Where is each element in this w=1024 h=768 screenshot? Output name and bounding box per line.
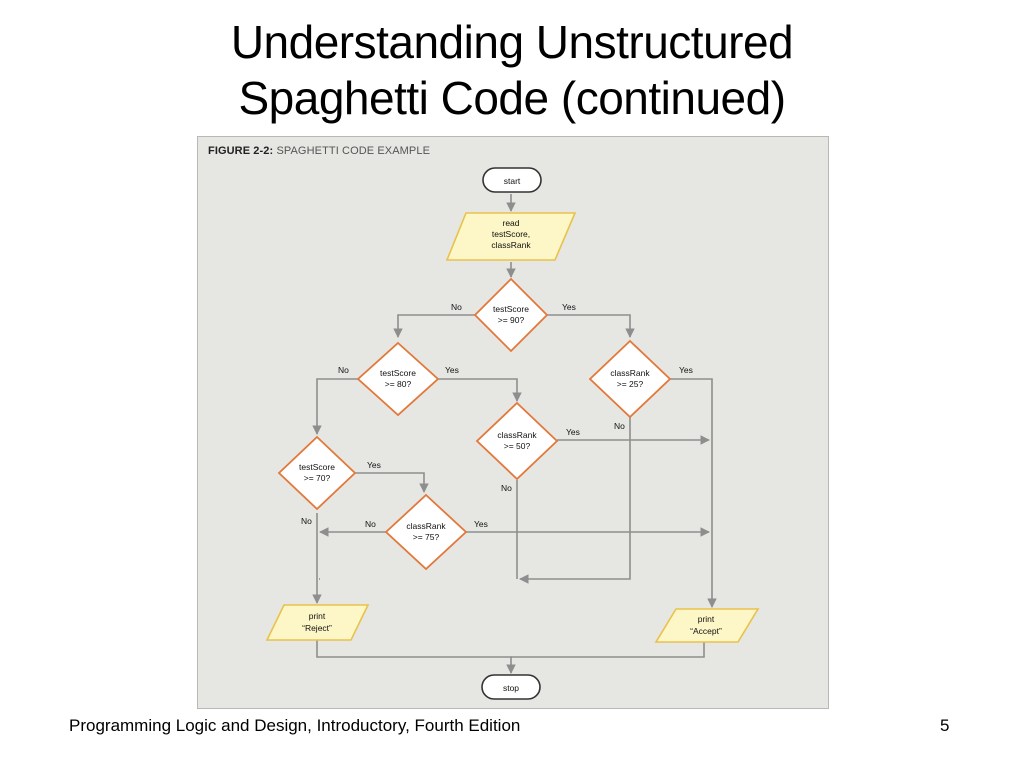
connector-test80-no <box>312 378 358 435</box>
start-label: start <box>504 176 521 186</box>
label-test80-no: No <box>338 365 349 375</box>
label-rank75-no: No <box>365 519 376 529</box>
flowchart-figure: FIGURE 2-2: SPAGHETTI CODE EXAMPLE <box>197 136 829 709</box>
figure-caption-label: FIGURE 2-2: <box>208 145 274 157</box>
print-reject-node: print “Reject” <box>265 604 370 641</box>
connector-test90-no <box>393 314 475 338</box>
label-rank50-yes: Yes <box>566 427 580 437</box>
decision-classrank-25: classRank >= 25? <box>588 339 672 419</box>
connector-test80-yes <box>438 378 522 402</box>
decision-testscore-90: testScore >= 90? <box>473 277 549 353</box>
page-number: 5 <box>940 716 950 735</box>
print-accept-line-1: print <box>698 614 715 624</box>
connector-reject-stop <box>316 640 516 674</box>
read-label-2: testScore, <box>492 229 530 239</box>
decision-testscore-80-line-2: >= 80? <box>385 379 412 389</box>
label-rank25-yes: Yes <box>679 365 693 375</box>
decision-testscore-70-line-1: testScore <box>299 462 335 472</box>
decision-classrank-75-line-2: >= 75? <box>413 532 440 542</box>
connector-test90-yes <box>547 314 635 338</box>
label-test90-yes: Yes <box>562 302 576 312</box>
figure-caption-text: SPAGHETTI CODE EXAMPLE <box>276 145 431 157</box>
flow-connectors <box>312 194 717 674</box>
decision-testscore-80: testScore >= 80? <box>356 341 440 417</box>
slide-title: Understanding Unstructured Spaghetti Cod… <box>0 14 1024 126</box>
connector-test70-yes <box>355 472 429 493</box>
start-terminal: start <box>482 167 542 193</box>
slide-title-line-2: Spaghetti Code (continued) <box>238 72 786 124</box>
label-test70-yes: Yes <box>367 460 381 470</box>
print-reject-line-1: print <box>309 611 326 621</box>
label-rank25-no: No <box>614 421 625 431</box>
print-accept-line-2: “Accept” <box>690 626 722 636</box>
stop-label: stop <box>503 683 519 693</box>
decision-classrank-75: classRank >= 75? <box>384 493 468 571</box>
decision-testscore-80-line-1: testScore <box>380 368 416 378</box>
stop-terminal: stop <box>481 674 541 700</box>
decision-classrank-50-line-2: >= 50? <box>504 441 531 451</box>
decision-classrank-25-line-2: >= 25? <box>617 379 644 389</box>
connector-accept-stop <box>511 642 705 658</box>
decision-classrank-75-line-1: classRank <box>406 521 446 531</box>
print-accept-node: print “Accept” <box>654 608 760 643</box>
read-label-3: classRank <box>491 240 531 250</box>
decision-testscore-90-line-1: testScore <box>493 304 529 314</box>
decision-testscore-70-line-2: >= 70? <box>304 473 331 483</box>
decision-classrank-50: classRank >= 50? <box>475 401 559 481</box>
label-test80-yes: Yes <box>445 365 459 375</box>
label-rank75-yes: Yes <box>474 519 488 529</box>
decision-classrank-50-line-1: classRank <box>497 430 537 440</box>
figure-caption: FIGURE 2-2: SPAGHETTI CODE EXAMPLE <box>208 145 430 157</box>
flowchart-canvas: start read testScore, classRank testScor… <box>265 167 760 700</box>
label-test70-no: No <box>301 516 312 526</box>
slide-footer: Programming Logic and Design, Introducto… <box>69 716 521 735</box>
read-input-node: read testScore, classRank <box>445 212 577 261</box>
decision-classrank-25-line-1: classRank <box>610 368 650 378</box>
slide-title-line-1: Understanding Unstructured <box>230 16 794 68</box>
connector-rank25-no <box>519 417 631 584</box>
read-label-1: read <box>502 218 519 228</box>
label-rank50-no: No <box>501 483 512 493</box>
connector-rank25-yes <box>670 378 717 608</box>
print-reject-line-2: “Reject” <box>302 623 332 633</box>
label-test90-no: No <box>451 302 462 312</box>
decision-testscore-70: testScore >= 70? <box>277 435 357 511</box>
decision-testscore-90-line-2: >= 90? <box>498 315 525 325</box>
